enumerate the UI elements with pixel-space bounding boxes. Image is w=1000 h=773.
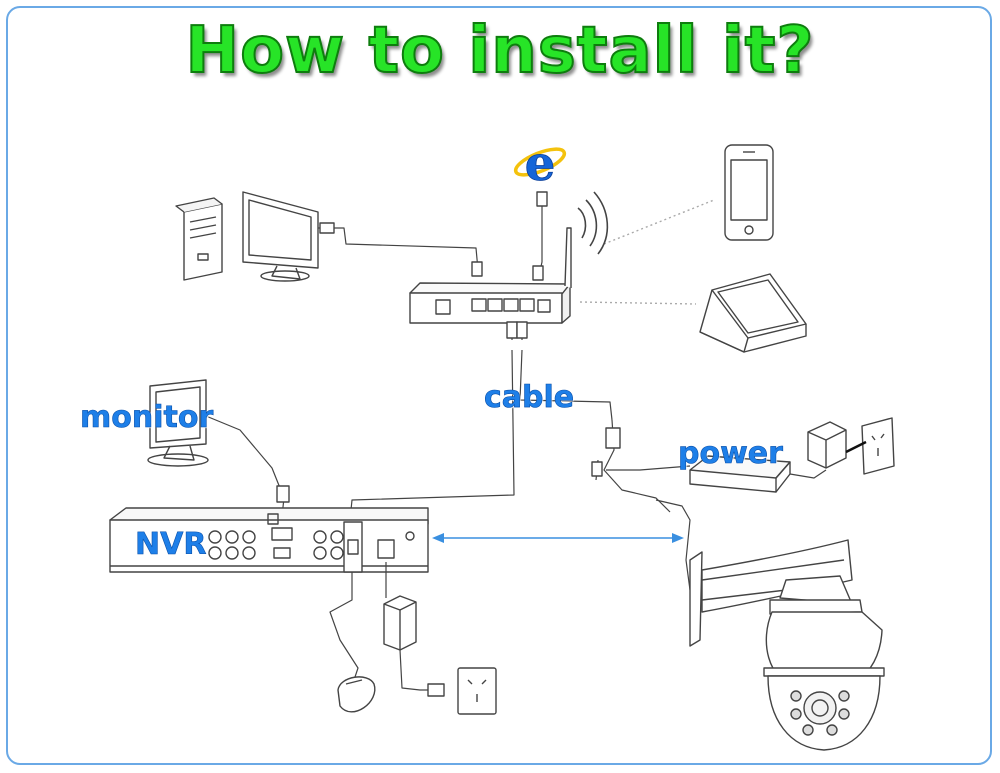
- distance-arrow: [432, 533, 684, 543]
- wall-socket-right: [861, 417, 895, 475]
- svg-text:e: e: [525, 136, 556, 192]
- smartphone: [724, 144, 774, 241]
- power-label: power: [678, 436, 784, 472]
- nvr-label: NVR: [135, 527, 207, 563]
- nvr-power-adapter: [383, 595, 417, 651]
- image-frame: [6, 6, 992, 765]
- pc-tower: [175, 197, 223, 281]
- nvr-monitor: [147, 379, 209, 467]
- desktop-monitor: [242, 191, 319, 282]
- cable-label: cable: [484, 380, 575, 416]
- page-title: How to install it?: [185, 13, 815, 89]
- camera-power-supply: [689, 455, 791, 493]
- wifi-router: [409, 227, 572, 324]
- power-plug: [807, 421, 847, 469]
- nvr-recorder: [109, 507, 429, 573]
- internet-explorer-icon: e: [513, 136, 567, 192]
- wifi-waves-icon: [577, 191, 609, 255]
- laptop: [699, 273, 807, 353]
- monitor-label: monitor: [80, 400, 214, 436]
- mouse: [337, 676, 376, 713]
- wall-socket-bottom: [457, 667, 497, 715]
- ptz-camera: [689, 539, 885, 751]
